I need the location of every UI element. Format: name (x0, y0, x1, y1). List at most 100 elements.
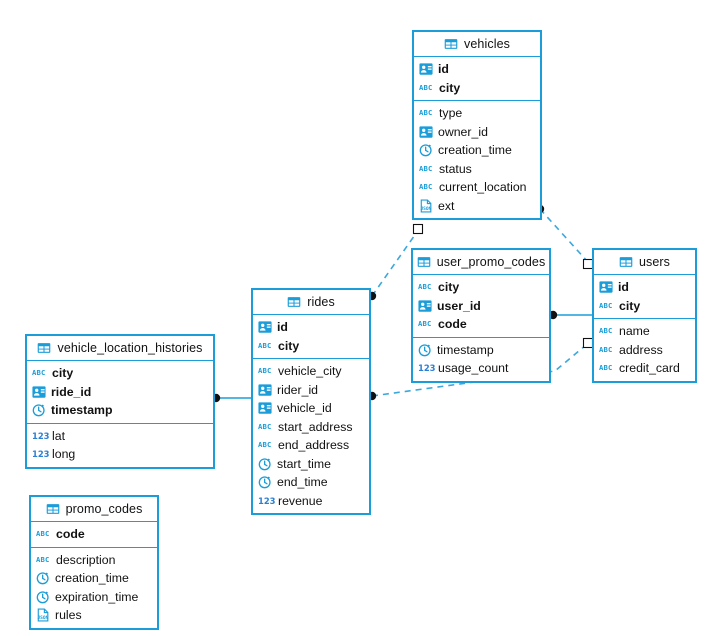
svg-text:JSON: JSON (420, 206, 431, 212)
column-field[interactable]: owner_id (414, 123, 540, 142)
json-icon: JSON (419, 199, 433, 213)
field-label: end_time (277, 475, 328, 490)
column-field[interactable]: creation_time (414, 141, 540, 160)
entity-header-users[interactable]: users (594, 250, 695, 275)
abc-icon: ABC (36, 554, 50, 564)
id-card-icon (258, 320, 272, 334)
column-field[interactable]: JSON ext (414, 197, 540, 216)
field-label: code (56, 527, 85, 542)
primary-key-field[interactable]: ride_id (27, 383, 213, 402)
column-field[interactable]: ABC current_location (414, 178, 540, 197)
id-card-icon (258, 383, 272, 397)
field-label: end_address (278, 438, 350, 453)
relationship-rel-vlh-rides[interactable] (211, 393, 251, 403)
field-label: creation_time (55, 571, 129, 586)
entity-title: vehicle_location_histories (57, 341, 203, 355)
entity-title: user_promo_codes (436, 255, 546, 269)
table-icon (417, 255, 431, 269)
clock-icon (258, 457, 272, 471)
entity-header-rides[interactable]: rides (253, 290, 369, 315)
primary-key-field[interactable]: id (253, 318, 369, 337)
field-label: city (278, 338, 300, 353)
primary-key-field[interactable]: id (414, 60, 540, 79)
entity-header-user_promo_codes[interactable]: user_promo_codes (413, 250, 549, 275)
field-label: timestamp (51, 403, 113, 418)
id-card-icon (258, 401, 272, 415)
field-label: name (619, 324, 650, 339)
field-label: user_id (437, 298, 481, 313)
field-label: type (439, 106, 463, 121)
svg-text:JSON: JSON (37, 615, 48, 621)
column-field[interactable]: rider_id (253, 381, 369, 400)
entity-header-vehicle_location_histories[interactable]: vehicle_location_histories (27, 336, 213, 361)
field-label: long (52, 447, 76, 462)
column-field[interactable]: end_time (253, 473, 369, 492)
relationship-rel-upc-users[interactable] (548, 310, 592, 320)
clock-icon (36, 571, 50, 585)
field-label: current_location (439, 180, 527, 195)
primary-key-field[interactable]: id (594, 278, 695, 297)
column-field[interactable]: expiration_time (31, 588, 157, 607)
field-label: revenue (278, 493, 323, 508)
field-label: city (619, 298, 641, 313)
number-icon: 123 (32, 430, 50, 441)
column-field[interactable]: JSON rules (31, 606, 157, 625)
abc-icon: ABC (258, 366, 272, 376)
entity-header-vehicles[interactable]: vehicles (414, 32, 540, 57)
field-label: owner_id (438, 124, 488, 139)
primary-key-field[interactable]: timestamp (27, 401, 213, 420)
abc-icon: ABC (419, 182, 433, 192)
entity-header-promo_codes[interactable]: promo_codes (31, 497, 157, 522)
column-field[interactable]: start_time (253, 455, 369, 474)
primary-key-field[interactable]: user_id (413, 297, 549, 316)
field-label: credit_card (619, 361, 680, 376)
field-label: ext (438, 198, 455, 213)
entity-title: vehicles (464, 37, 510, 51)
column-field[interactable]: vehicle_id (253, 399, 369, 418)
field-label: rules (55, 608, 82, 623)
field-label: timestamp (437, 342, 494, 357)
field-label: city (52, 366, 74, 381)
id-card-icon (419, 125, 433, 139)
field-label: id (618, 280, 629, 295)
column-field[interactable]: timestamp (413, 341, 549, 360)
field-label: start_time (277, 456, 331, 471)
column-field[interactable]: creation_time (31, 569, 157, 588)
